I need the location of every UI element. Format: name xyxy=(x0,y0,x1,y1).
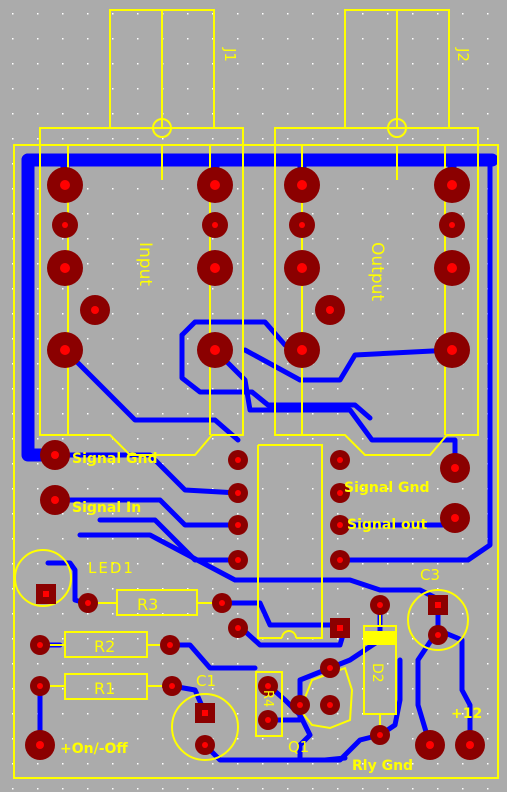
trace-right-edge xyxy=(337,157,493,563)
led1-outline xyxy=(14,549,72,607)
trace-mid-2 xyxy=(77,532,443,603)
trace-rly-gnd xyxy=(202,732,383,763)
r4-body xyxy=(255,671,283,737)
led1-label: LED1 xyxy=(88,559,135,577)
j2-label: J2 xyxy=(454,47,472,62)
trace-signal-gnd-left xyxy=(52,452,241,496)
d2-band xyxy=(363,631,397,645)
trace-mid-1 xyxy=(97,517,241,563)
r4-label: R4 xyxy=(260,690,275,707)
trace-loop xyxy=(242,347,455,383)
trace-plus12 xyxy=(435,627,473,748)
c3-outline xyxy=(407,589,469,651)
rly-gnd-label: Rly Gnd xyxy=(352,758,413,774)
plus12-label: +12 xyxy=(451,706,482,722)
c1-label: C1 xyxy=(196,672,216,690)
pads xyxy=(25,167,485,760)
on-off-label: +On/-Off xyxy=(60,741,128,757)
r1-label: R1 xyxy=(94,679,115,698)
c3-label: C3 xyxy=(420,566,440,584)
board-outline xyxy=(13,144,499,779)
signal-gnd-right-label: Signal Gnd xyxy=(344,480,429,496)
r2-label: R2 xyxy=(94,637,115,656)
q1-outline xyxy=(298,666,354,730)
signal-gnd-left-label: Signal Gnd xyxy=(72,451,157,467)
signal-out-label: Signal out xyxy=(347,517,428,533)
c1-outline xyxy=(171,693,239,761)
trace-c3 xyxy=(415,602,441,748)
input-label: Input xyxy=(135,242,155,286)
silkscreen-labels: J1 J2 Input Output Signal Gnd Signal In … xyxy=(60,47,482,774)
output-label: Output xyxy=(367,242,387,301)
trace-loop-3 xyxy=(179,332,373,421)
j1-label: J1 xyxy=(221,47,239,62)
signal-in-label: Signal In xyxy=(72,500,141,516)
relay-outline xyxy=(257,444,323,639)
trace-input-ring xyxy=(212,347,458,468)
q1-label: Q1 xyxy=(288,738,309,756)
trace-input-tip xyxy=(62,347,241,443)
d2-label: D2 xyxy=(369,663,385,683)
r3-label: R3 xyxy=(137,595,158,614)
trace-signal-in xyxy=(52,497,241,528)
